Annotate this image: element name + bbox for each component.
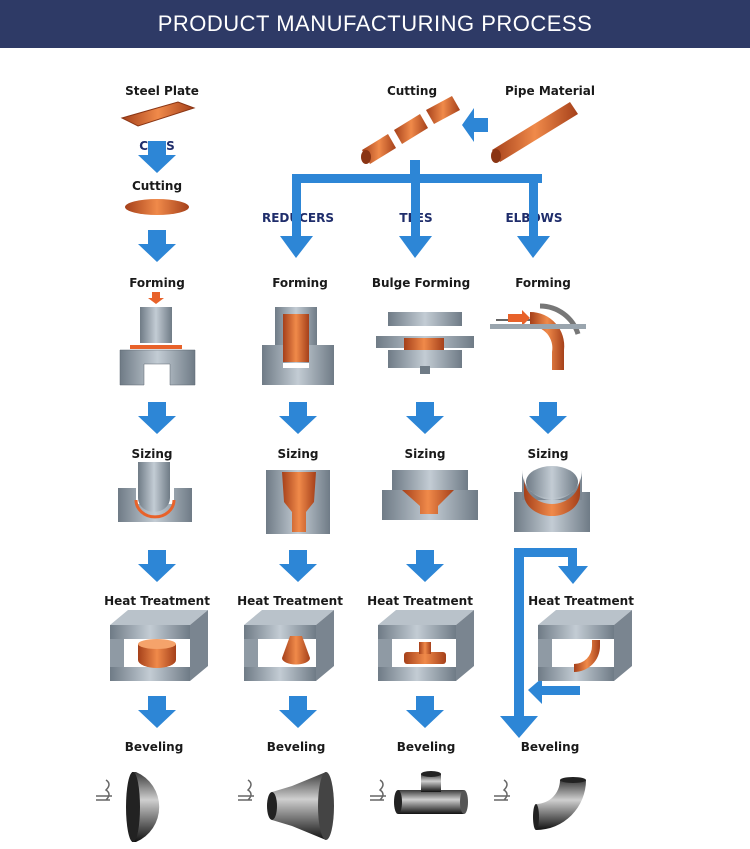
pipe-cutting-label: Cutting (386, 84, 438, 98)
caps-cutting-label: Cutting (131, 179, 183, 193)
elbows-forming-shape (490, 303, 586, 370)
caps-beveling-label: Beveling (124, 740, 184, 754)
reducers-sizing-label: Sizing (277, 447, 319, 461)
caps-forming-shape (119, 292, 196, 386)
reducers-heat-label: Heat Treatment (237, 594, 343, 608)
steel-plate-shape (120, 101, 196, 127)
pipe-material-shape (491, 102, 578, 163)
elbows-beveling-label: Beveling (520, 740, 580, 754)
tees-sizing-shape (382, 470, 478, 520)
elbows-heat-label: Heat Treatment (528, 594, 634, 608)
beveling-tool-icons (96, 779, 510, 801)
tees-heat-shape (378, 610, 474, 681)
cap-product-shape (126, 772, 160, 842)
tees-beveling-label: Beveling (396, 740, 456, 754)
elbows-forming-label: Forming (515, 276, 571, 290)
tees-forming-label: Bulge Forming (371, 276, 471, 290)
cut-disc-shape (125, 199, 189, 215)
tees-sizing-label: Sizing (404, 447, 446, 461)
reducers-forming-label: Forming (272, 276, 328, 290)
page-header: PRODUCT MANUFACTURING PROCESS (0, 0, 750, 48)
elbows-sizing-label: Sizing (527, 447, 569, 461)
tees-heat-label: Heat Treatment (367, 594, 473, 608)
reducer-product-shape (267, 772, 334, 840)
caps-forming-label: Forming (129, 276, 185, 290)
pipe-material-label: Pipe Material (505, 84, 595, 98)
left-arrow (462, 108, 488, 142)
reducers-forming-shape (262, 307, 334, 385)
steel-plate-label: Steel Plate (125, 84, 199, 98)
tee-product-shape (394, 771, 468, 814)
elbows-sizing-shape (514, 466, 590, 532)
caps-sizing-label: Sizing (131, 447, 173, 461)
caps-heat-shape (110, 610, 208, 681)
reducers-beveling-label: Beveling (266, 740, 326, 754)
process-diagram (96, 96, 632, 842)
elbows-heat-shape (538, 610, 632, 681)
tees-forming-shape (376, 312, 474, 374)
page-title: PRODUCT MANUFACTURING PROCESS (157, 11, 593, 36)
elbows-bypass-arrow (500, 548, 588, 738)
caps-heat-label: Heat Treatment (104, 594, 210, 608)
distribution-lines (280, 160, 550, 258)
reducers-sizing-shape (266, 470, 330, 534)
caps-sizing-shape (118, 462, 192, 522)
cut-pipe-shape (361, 96, 460, 164)
reducers-heat-shape (244, 610, 334, 681)
elbow-product-shape (533, 777, 586, 830)
